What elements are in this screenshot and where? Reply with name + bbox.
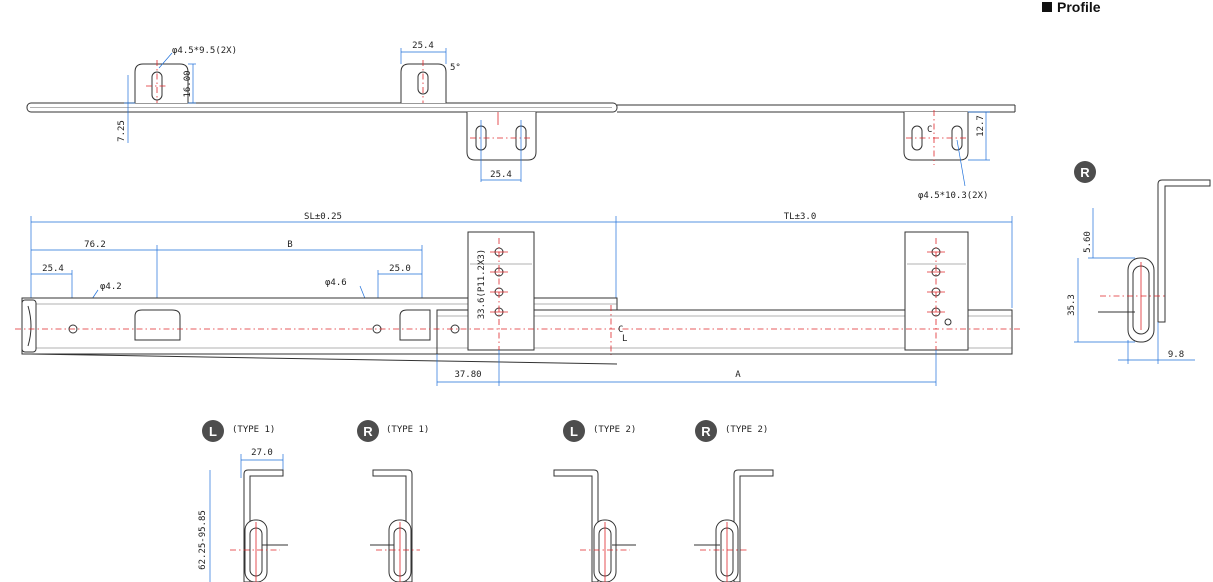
type1-left-badge: L — [209, 424, 217, 439]
dim-b: B — [287, 240, 292, 250]
type2-right-badge: R — [701, 424, 711, 439]
dim-35-3: 35.3 — [1067, 294, 1077, 316]
dim-76-2: 76.2 — [84, 240, 106, 250]
pitch-label: 33.6(P11.2X3) — [477, 249, 487, 319]
dim-12-7: 12.7 — [976, 115, 986, 137]
dim-25-0: 25.0 — [389, 264, 411, 274]
dim-25-4-bottom: 25.4 — [490, 170, 512, 180]
slot-leader — [158, 52, 173, 69]
profile-badge-bg — [1074, 161, 1096, 183]
bumper-left — [134, 309, 181, 341]
type-variants: L (TYPE 1) R (TYPE 1) L (TYPE 2) R (TYPE… — [198, 420, 774, 582]
right-center-mark: C — [927, 125, 932, 135]
outer-rail-bottom — [29, 353, 618, 365]
type2-right-bracket — [733, 469, 774, 582]
dim-9-8: 9.8 — [1168, 350, 1184, 360]
angle-5: 5° — [450, 63, 461, 73]
hole-4-2: φ4.2 — [100, 282, 122, 292]
type2-left-bracket — [553, 469, 599, 582]
side-center-mark: C — [618, 325, 623, 335]
type2-right-badge-bg — [695, 420, 717, 442]
type1-left-badge-bg — [202, 420, 224, 442]
type2-left-badge-bg — [563, 420, 585, 442]
bumper-right — [399, 309, 431, 341]
type1-right-label: (TYPE 1) — [386, 425, 429, 435]
type2-left-label: (TYPE 2) — [593, 425, 636, 435]
type1-right-badge: R — [363, 424, 373, 439]
profile-title-text: Profile — [1057, 0, 1101, 15]
top-view: 16.00 7.25 φ4.5*9.5(2X) 25.4 5° 25.4 C — [26, 41, 1016, 201]
dim-5-60: 5.60 — [1083, 231, 1093, 253]
square-bullet-icon — [1042, 2, 1052, 12]
dim-25-4-top: 25.4 — [412, 41, 434, 51]
dim-sl: SL±0.25 — [304, 212, 342, 222]
side-view: SL±0.25 TL±3.0 76.2 B 25.4 25.0 φ4.2 φ4.… — [15, 212, 1020, 386]
type2-left-badge: L — [570, 424, 578, 439]
profile-bracket — [1157, 179, 1211, 323]
profile-title: Profile — [1042, 0, 1101, 15]
type1-right-badge-bg — [357, 420, 379, 442]
right-bracket-small-hole — [944, 318, 952, 326]
rail-end-cap — [21, 299, 37, 353]
profile-view: R 5.60 35.3 9.8 — [1067, 161, 1211, 364]
dim-a: A — [735, 370, 741, 380]
profile-badge: R — [1080, 165, 1090, 180]
dim-7-25: 7.25 — [117, 120, 127, 142]
dim-tl: TL±3.0 — [784, 212, 817, 222]
type2-right-label: (TYPE 2) — [725, 425, 768, 435]
end-cap-curve — [27, 305, 32, 347]
dim-25-4-side: 25.4 — [42, 264, 64, 274]
dim-16: 16.00 — [183, 70, 193, 97]
dim-37-80: 37.80 — [454, 370, 481, 380]
slot2-leader — [956, 139, 966, 187]
type1-left-label: (TYPE 1) — [232, 425, 275, 435]
side-center-sub: L — [622, 334, 627, 344]
dim-27-0: 27.0 — [251, 448, 273, 458]
slot-label-2: φ4.5*10.3(2X) — [918, 191, 988, 201]
slot-label-1: φ4.5*9.5(2X) — [172, 46, 237, 56]
hole-4-6: φ4.6 — [325, 278, 347, 288]
dim-62-25-95-85: 62.25-95.85 — [198, 510, 208, 570]
